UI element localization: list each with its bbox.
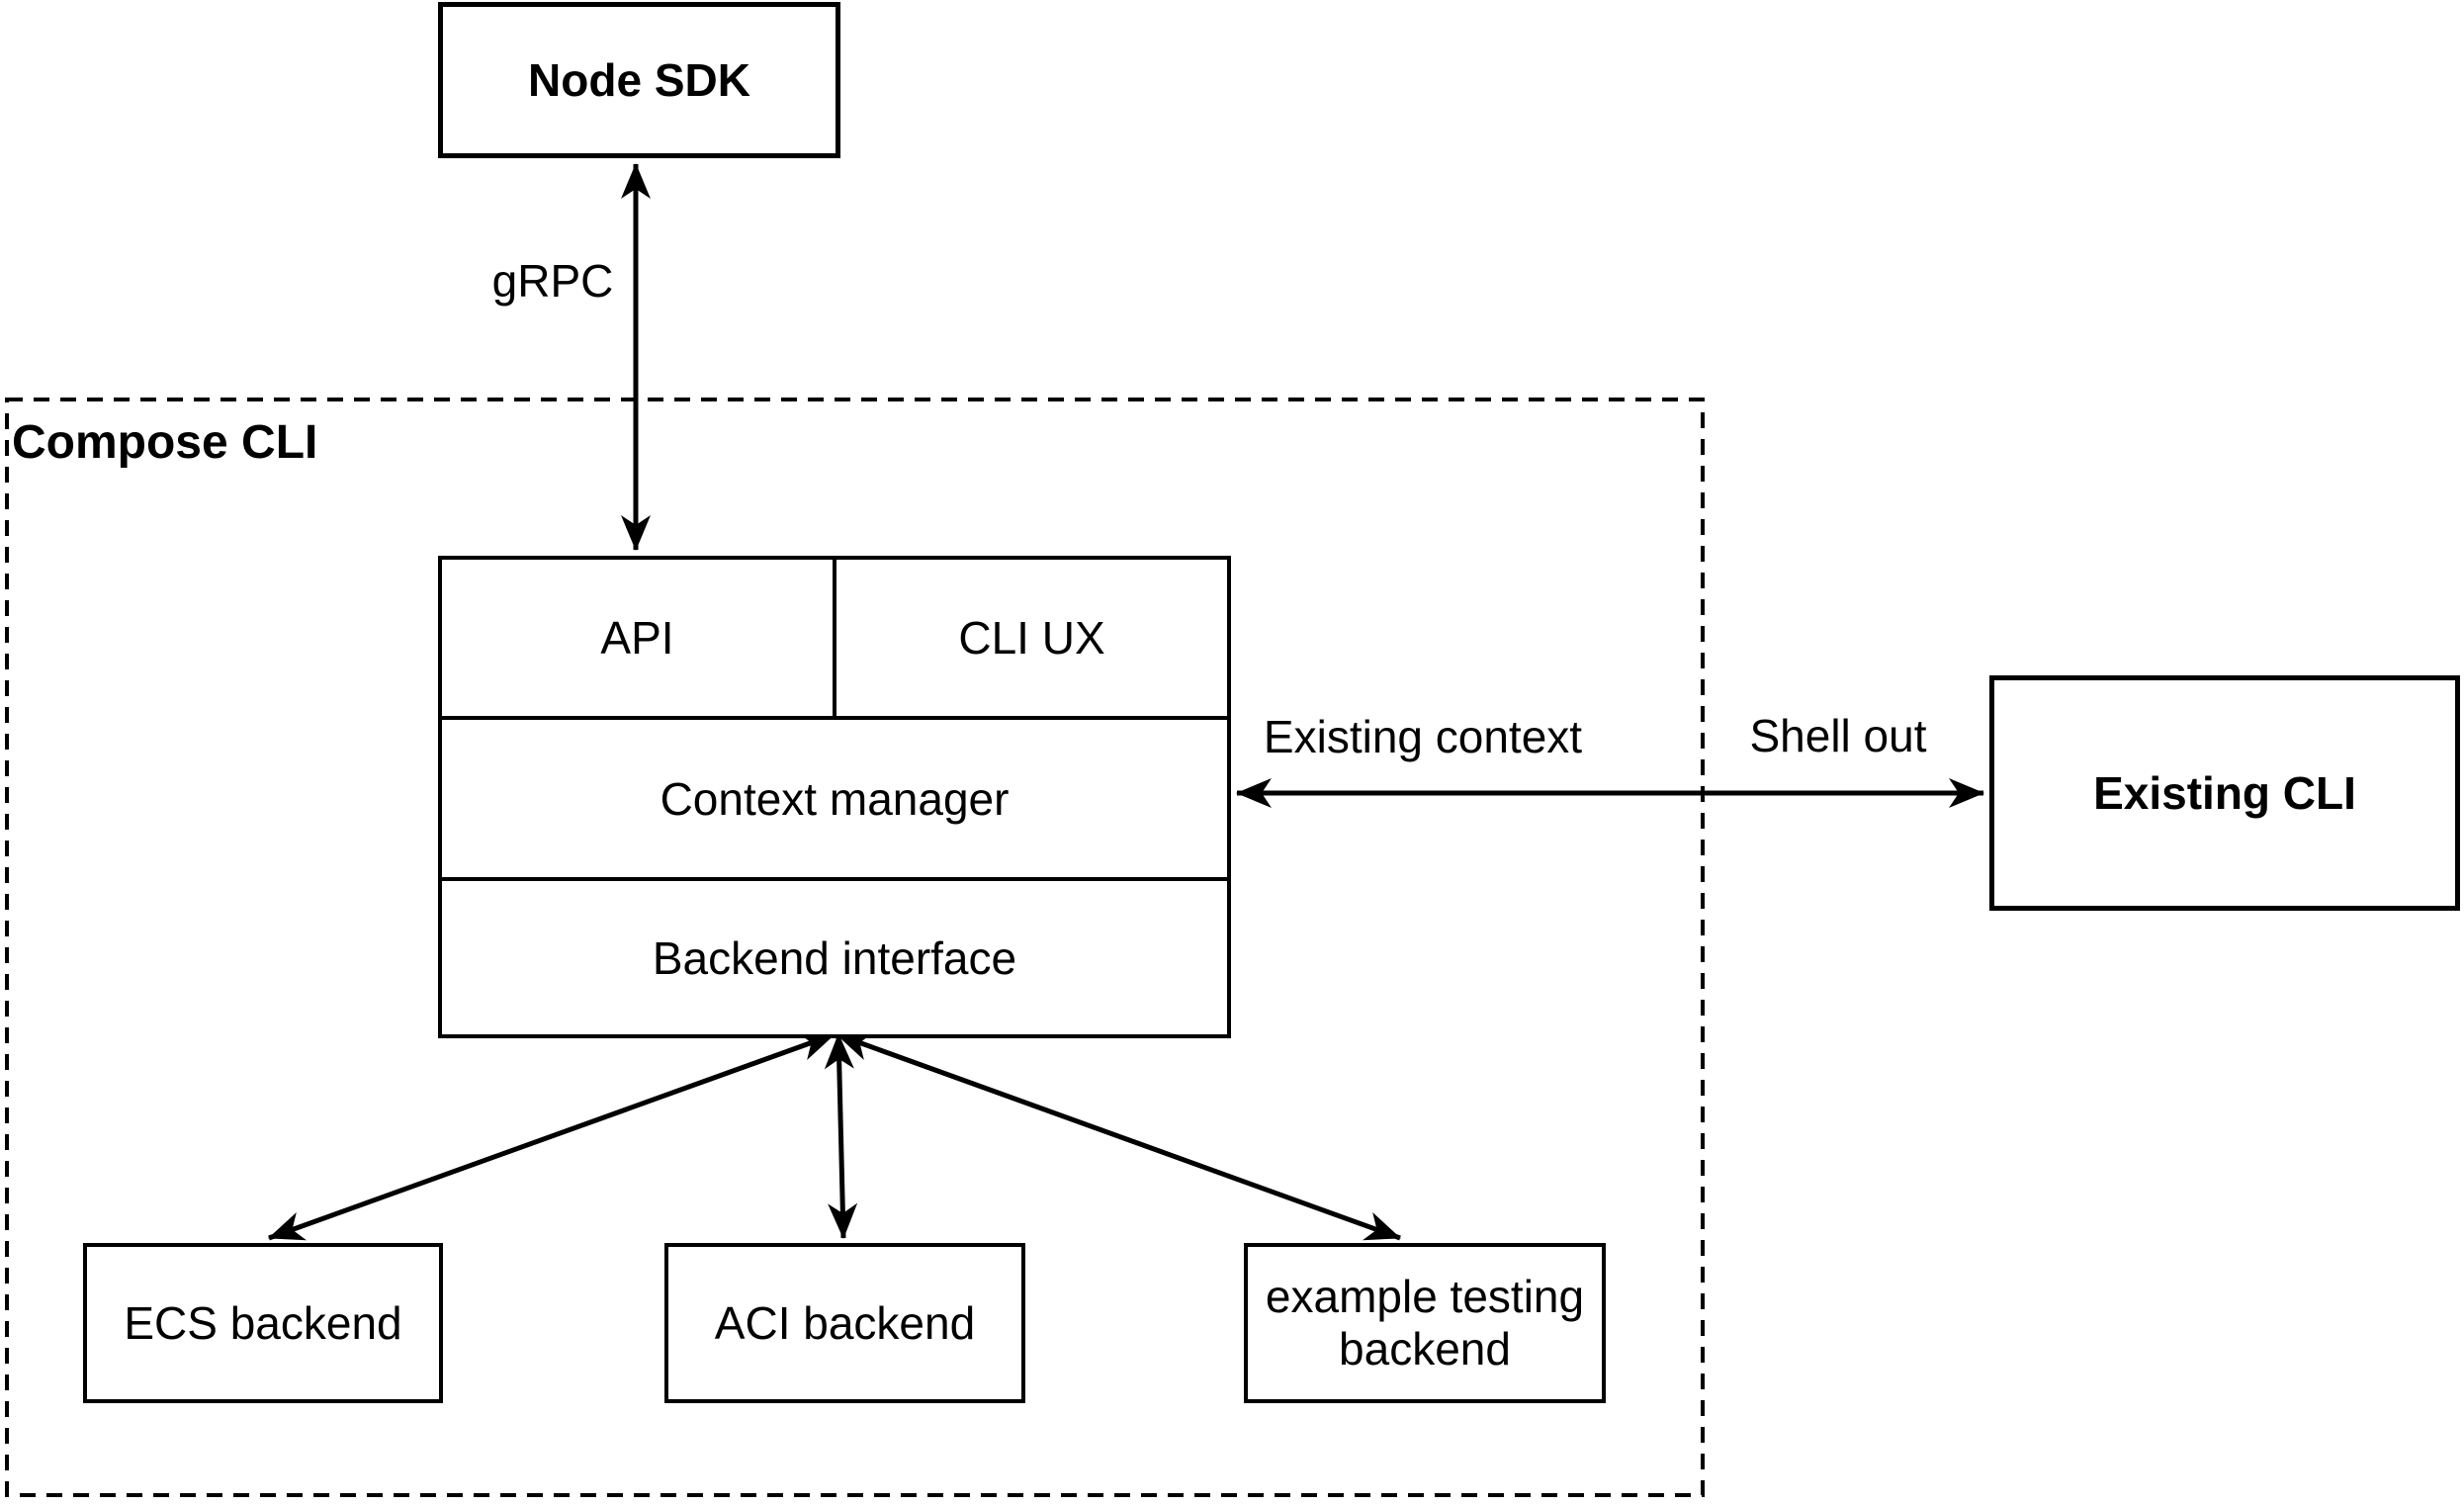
backend-to-ecs-arrow [268, 1031, 836, 1241]
compose-cli-group-label: Compose CLI [12, 416, 318, 469]
core-top-row: API CLI UX [442, 560, 1227, 720]
cli-ux-box: CLI UX [836, 560, 1227, 716]
aci-backend-label: ACI backend [714, 1296, 976, 1349]
existing-cli-label: Existing CLI [2093, 766, 2356, 819]
example-testing-backend-box: example testing backend [1244, 1243, 1606, 1403]
cli-ux-label: CLI UX [958, 612, 1105, 664]
example-testing-backend-label: example testing backend [1265, 1271, 1585, 1374]
compose-cli-group-border [5, 398, 1705, 1497]
compose-core-stack: API CLI UX Context manager Backend inter… [438, 556, 1231, 1038]
context-manager-label: Context manager [660, 772, 1010, 825]
existing-context-edge-label: Existing context [1263, 711, 1583, 762]
ecs-backend-box: ECS backend [83, 1243, 443, 1403]
existing-cli-box: Existing CLI [1989, 675, 2460, 911]
node-sdk-label: Node SDK [528, 53, 750, 106]
aci-backend-box: ACI backend [664, 1243, 1025, 1403]
ecs-backend-label: ECS backend [124, 1296, 402, 1349]
grpc-edge-label: gRPC [491, 255, 614, 307]
api-label: API [600, 612, 674, 664]
context-manager-box: Context manager [442, 720, 1227, 881]
node-sdk-box: Node SDK [438, 2, 840, 158]
backend-to-aci-arrow [824, 1033, 858, 1239]
shell-out-edge-label: Shell out [1749, 710, 1927, 761]
backend-interface-label: Backend interface [652, 931, 1017, 984]
backend-interface-box: Backend interface [442, 881, 1227, 1034]
api-box: API [442, 560, 836, 716]
backend-to-example-arrow [836, 1031, 1401, 1241]
